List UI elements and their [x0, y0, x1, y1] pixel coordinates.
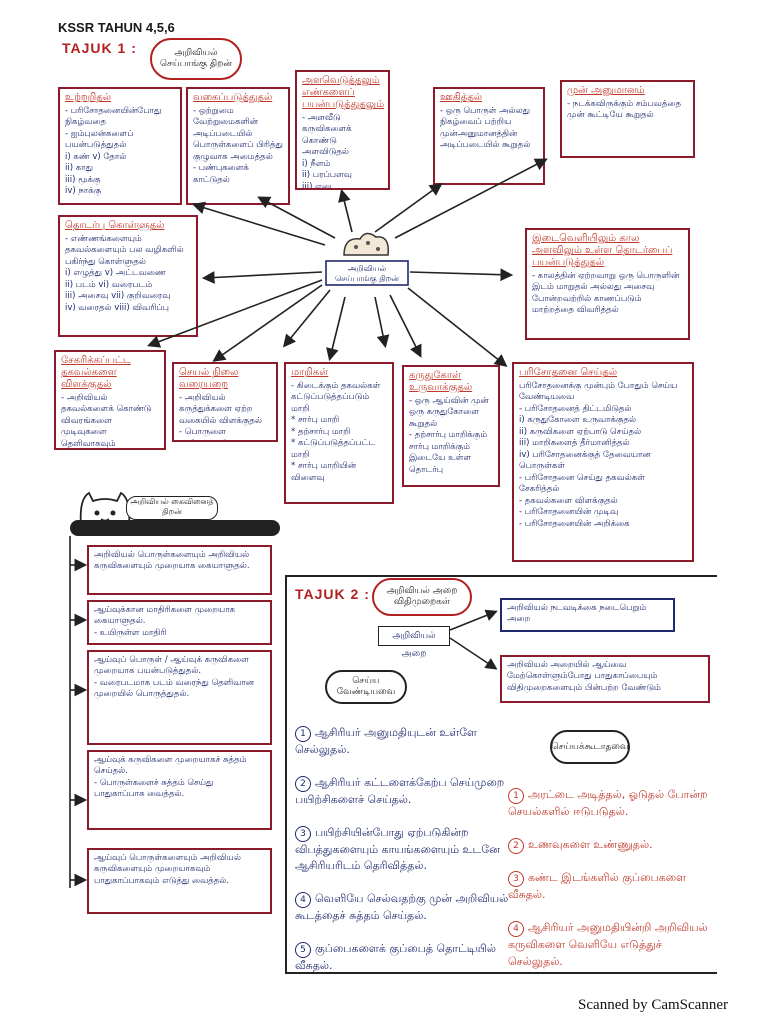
room-desc-a: அறிவியல் நடவடிக்கை நடைபெறும் அறை	[500, 598, 675, 632]
room-desc-a-text: அறிவியல் நடவடிக்கை நடைபெறும் அறை	[507, 603, 668, 626]
room-desc-b-text: அறிவியல் அறையில் ஆய்வை மேற்கொள்ளும்போது …	[507, 660, 703, 694]
room-desc-b: அறிவியல் அறையில் ஆய்வை மேற்கொள்ளும்போது …	[500, 655, 710, 703]
scanner-watermark: Scanned by CamScanner	[578, 997, 728, 1014]
must-cloud: செய்ய வேண்டியவை	[325, 670, 407, 704]
mustnot-cloud: செய்யக்கூடாதவை	[550, 730, 630, 764]
